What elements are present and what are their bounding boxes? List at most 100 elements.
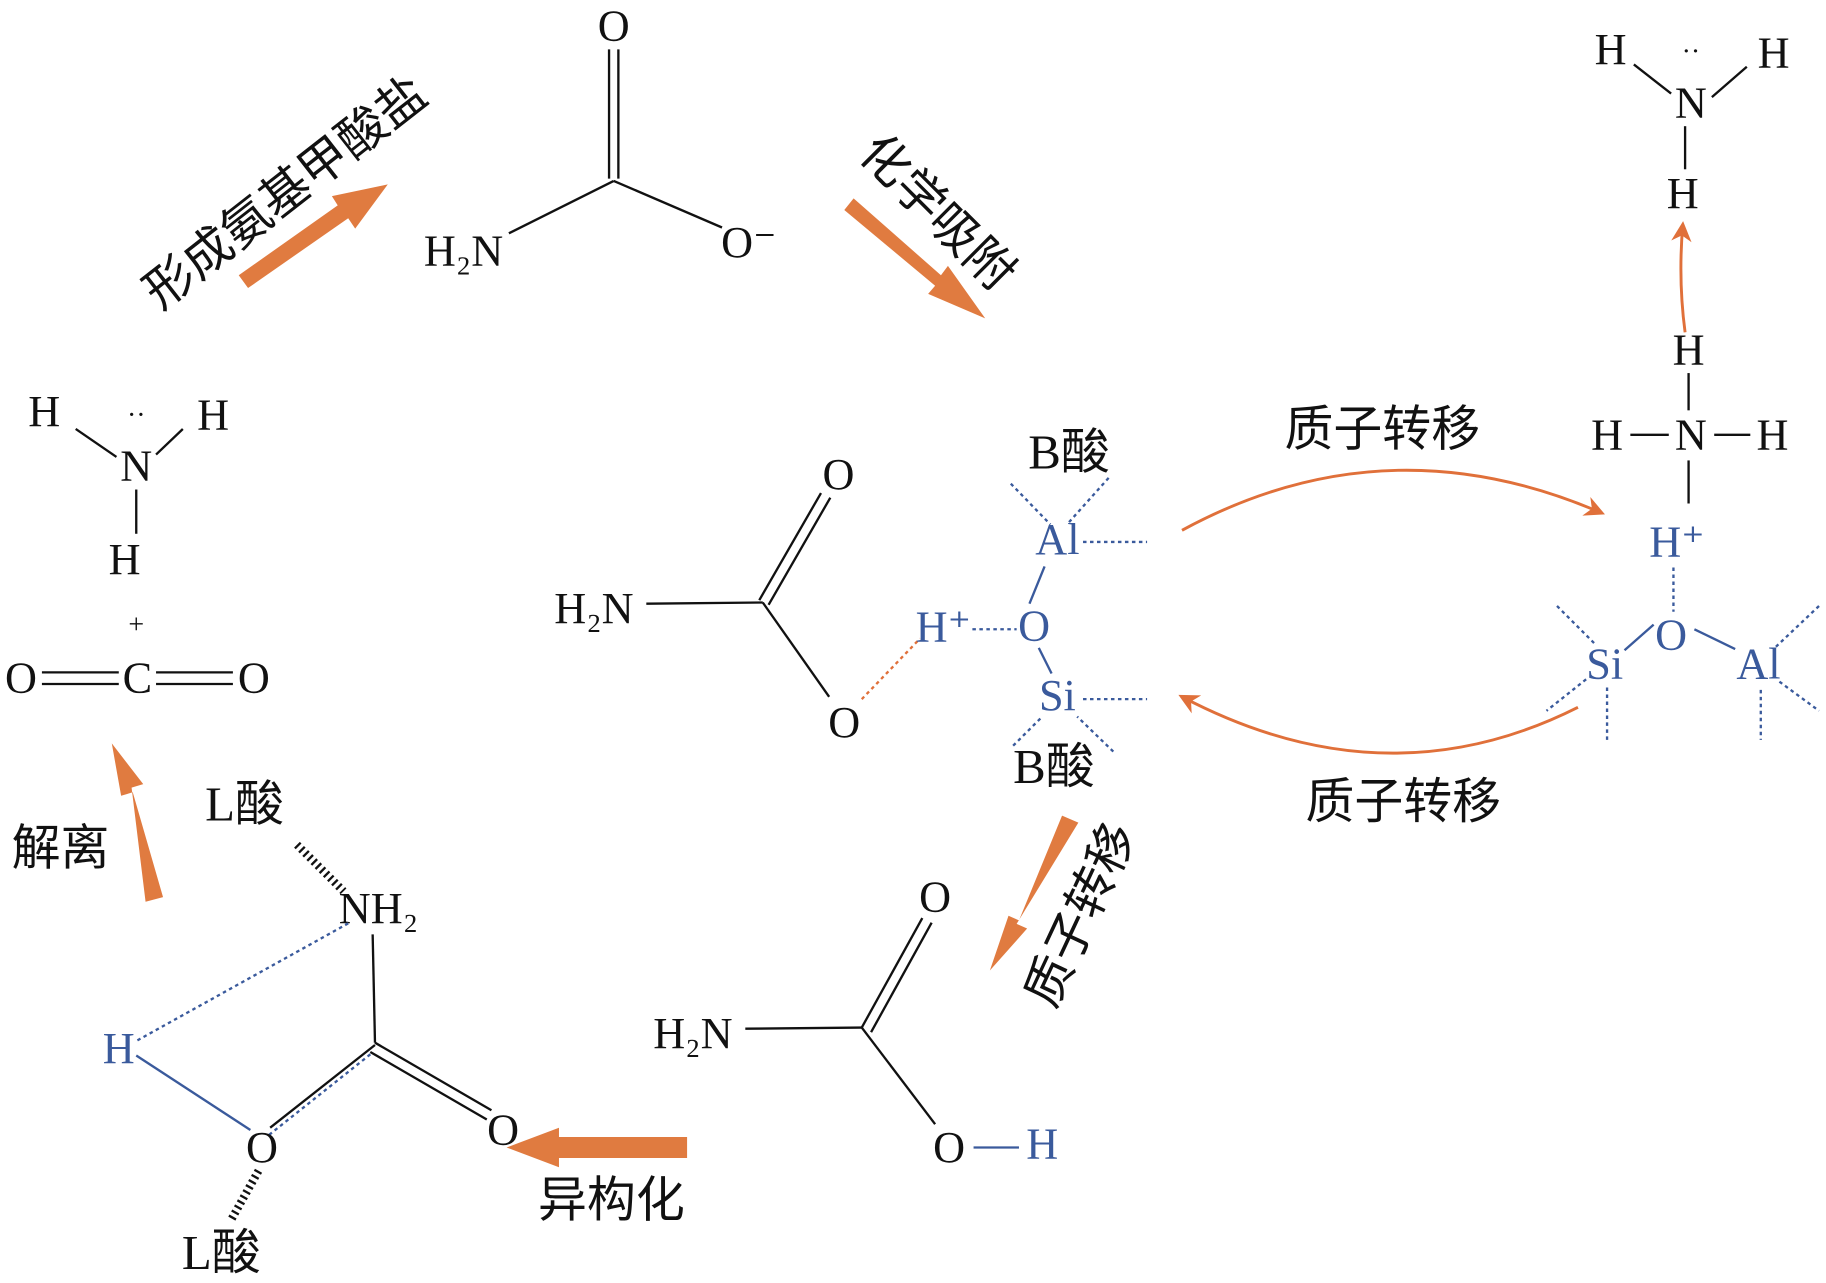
arrow-chemisorption (844, 198, 986, 319)
label-form-carbamate: 形成氨基甲酸盐 (133, 66, 437, 320)
bond-line (767, 497, 832, 606)
bond-line (860, 637, 921, 700)
label-H2N: H₂N (653, 1009, 732, 1058)
label-H: H (197, 390, 229, 439)
label-Si: Si (1586, 640, 1623, 689)
label-H: H (1758, 28, 1790, 77)
bond-line (761, 601, 831, 698)
bond-line (1068, 477, 1110, 523)
bond-line (374, 1041, 493, 1112)
label-H2N: H₂N (554, 584, 633, 633)
label-proton-transfer-top: 质子转移 (1284, 401, 1480, 456)
label-N: N (1675, 78, 1707, 127)
label-O: O (919, 873, 951, 922)
bond-line (136, 921, 350, 1042)
bond-line (1775, 605, 1820, 648)
bond-line (369, 1050, 488, 1121)
atom-o-minus: O⁻ (721, 218, 776, 267)
label-b-acid: B酸 (1013, 739, 1095, 794)
label-isomerization: 异构化 (538, 1172, 685, 1227)
bond-line (860, 917, 924, 1029)
label-O: O (1655, 611, 1687, 660)
label-H: H (28, 387, 60, 436)
bond-line (155, 428, 184, 456)
atom-h2n: H₂N (424, 226, 503, 275)
bond-line (1778, 680, 1820, 712)
bond-line (1028, 565, 1046, 605)
co2: O C O (5, 654, 270, 703)
arrow-form-carbamate (238, 184, 388, 289)
carbamate-l-acid: L酸 NH₂ O O H L酸 (103, 776, 519, 1279)
arrow-dissociation (111, 743, 164, 902)
bond-line (135, 1054, 252, 1131)
bond-line (371, 934, 377, 1043)
atom-o: O (598, 2, 630, 51)
bond-line (1711, 65, 1748, 98)
label-H: H (1667, 169, 1699, 218)
bond-line (269, 1044, 376, 1129)
label-l-acid: L酸 (205, 776, 284, 831)
label-NH2: NH₂ (339, 884, 418, 933)
bond-line (1693, 628, 1736, 651)
label-O: O (1018, 601, 1050, 650)
label-H-plus: H⁺ (1649, 517, 1704, 566)
label-O: O (246, 1123, 278, 1172)
lone-pair-left: ·· (127, 399, 146, 430)
ammonium-zeolite: H H N H H⁺ O Si Al (1545, 325, 1820, 740)
arc-proton-transfer-top (1181, 468, 1605, 532)
label-O: O (933, 1123, 965, 1172)
bond-line (1556, 605, 1597, 646)
lone-pair-right: ·· (1682, 36, 1701, 67)
bond-line (758, 492, 823, 601)
bond-line (1076, 715, 1115, 753)
label-proton-transfer-down: 质子转移 (1014, 814, 1147, 1015)
label-C: C (123, 654, 153, 703)
label-H: H (109, 535, 141, 584)
label-H: H (103, 1024, 135, 1073)
label-N: N (120, 442, 152, 491)
bond-line (1623, 623, 1655, 652)
bond-line (508, 179, 615, 235)
label-b-acid: B酸 (1028, 425, 1110, 480)
arc-proton-transfer-bottom (1178, 694, 1579, 755)
label-O: O (822, 450, 854, 499)
arrow-proton-release (1671, 221, 1692, 333)
bond-line (227, 1168, 263, 1223)
label-proton-transfer-bottom: 质子转移 (1305, 774, 1501, 829)
label-Al: Al (1035, 515, 1079, 564)
label-O: O (828, 698, 860, 747)
bond-line (646, 601, 763, 605)
label-H: H (1595, 25, 1627, 74)
carbamic-acid: O H₂N O H (653, 873, 1058, 1172)
bond-line (1545, 678, 1587, 712)
bond-line (1009, 482, 1052, 526)
bond-line (860, 1026, 937, 1125)
label-H: H (1026, 1119, 1058, 1168)
arrow-isomerization (506, 1127, 688, 1168)
arrow-proton-transfer-down (989, 815, 1079, 971)
bond-line (613, 179, 723, 229)
bond-line (294, 841, 347, 895)
label-O: O (5, 654, 37, 703)
label-O: O (238, 654, 270, 703)
carbamate-anion: O H₂N O⁻ (424, 2, 777, 276)
bond-line (75, 428, 118, 458)
carbamate-b-acid-complex: O H₂N O H⁺ O Al B酸 Si B酸 (554, 425, 1148, 794)
label-H-plus: H⁺ (916, 602, 971, 651)
ammonia-left: H H N ·· H (28, 387, 229, 584)
label-H: H (1756, 410, 1788, 459)
label-H: H (1673, 325, 1705, 374)
label-Si: Si (1039, 671, 1076, 720)
label-H: H (1591, 410, 1623, 459)
label-Al: Al (1736, 640, 1780, 689)
plus-sign: + (128, 609, 144, 640)
label-dissociation: 解离 (12, 821, 110, 876)
bond-line (870, 922, 933, 1033)
ammonia-right: H H N ·· H (1595, 25, 1790, 218)
bond-line (267, 1053, 372, 1137)
bond-line (745, 1026, 862, 1030)
bond-line (1037, 647, 1053, 675)
bond-line (1633, 63, 1672, 95)
label-l-acid: L酸 (182, 1225, 261, 1280)
